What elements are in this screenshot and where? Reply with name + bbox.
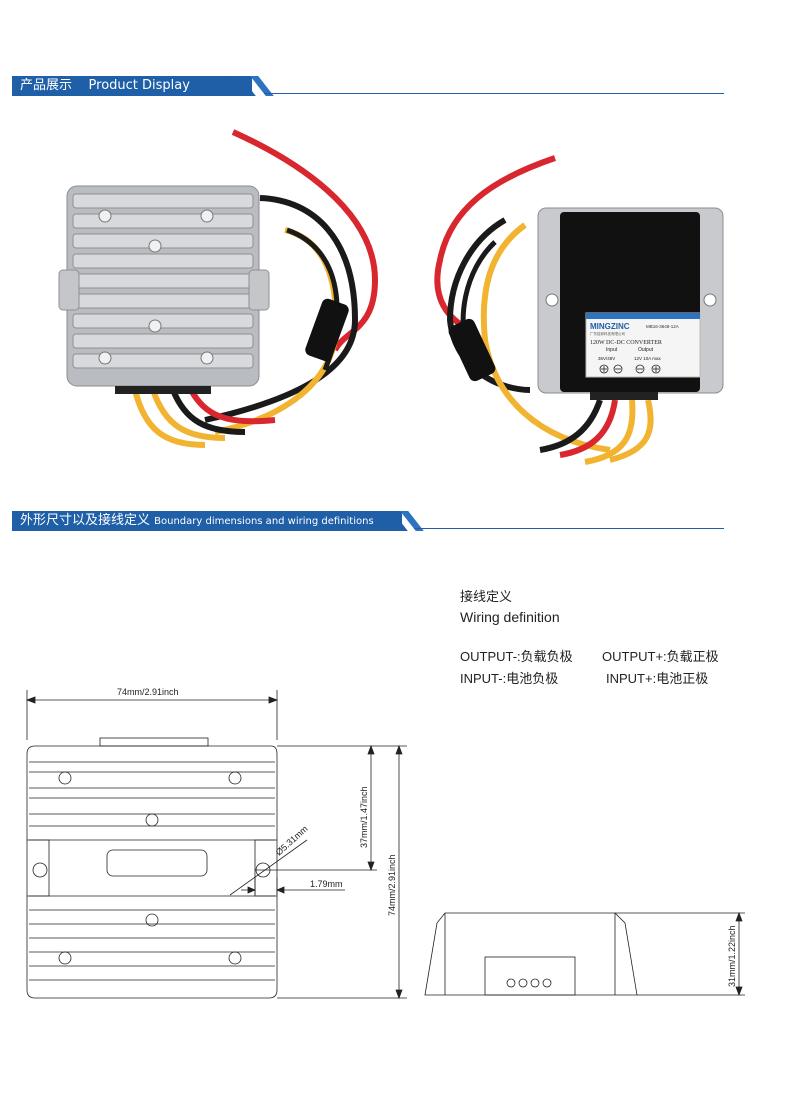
wiring-output-minus: OUTPUT-:负载负极 bbox=[460, 649, 573, 664]
dim-offset: 1.79mm bbox=[310, 879, 343, 889]
section-title-cn: 外形尺寸以及接线定义 bbox=[20, 513, 151, 528]
wiring-output-plus: OUTPUT+:负载正极 bbox=[602, 649, 719, 664]
label-output-value: 12V 10A max bbox=[634, 356, 662, 361]
dim-hole: Ø5.31mm bbox=[274, 824, 310, 858]
section-title: 外形尺寸以及接线定义 Boundary dimensions and wirin… bbox=[12, 511, 402, 531]
label-company: 广东铭锌科技有限公司 bbox=[590, 331, 625, 336]
header-rule bbox=[414, 528, 724, 529]
section-title: 产品展示 Product Display bbox=[12, 76, 252, 96]
dim-height: 74mm/2.91inch bbox=[387, 854, 397, 916]
label-power: 120W DC-DC CONVERTER bbox=[590, 340, 662, 346]
label-output: Output bbox=[638, 347, 654, 353]
product-photo-front bbox=[58, 129, 379, 448]
terminal-symbols bbox=[599, 364, 661, 374]
wiring-input-minus: INPUT-:电池负极 bbox=[460, 671, 559, 686]
wiring-title-cn: 接线定义 bbox=[460, 589, 513, 604]
dimension-drawing-top: 74mm/2.91inch Ø5.31mm 1.79mm 37mm/1.47in… bbox=[25, 687, 407, 1000]
section-title-en: Product Display bbox=[88, 78, 190, 93]
dim-side-height: 31mm/1.22inch bbox=[727, 925, 737, 987]
section-header-dimensions: 外形尺寸以及接线定义 Boundary dimensions and wirin… bbox=[12, 511, 724, 531]
section-title-cn: 产品展示 bbox=[20, 78, 73, 93]
dim-width: 74mm/2.91inch bbox=[117, 687, 179, 697]
label-brand: MINGZINC bbox=[590, 322, 630, 331]
wiring-input-plus: INPUT+:电池正极 bbox=[606, 671, 709, 686]
product-photo-back: MINGZINC MB16-3648-12A 广东铭锌科技有限公司 120W D… bbox=[434, 155, 724, 465]
section-header-product-display: 产品展示 Product Display bbox=[12, 76, 724, 96]
wiring-title-en: Wiring definition bbox=[460, 609, 560, 625]
label-input: Input bbox=[606, 347, 618, 353]
label-model: MB16-3648-12A bbox=[646, 324, 679, 329]
section-title-en: Boundary dimensions and wiring definitio… bbox=[154, 516, 374, 527]
dim-inner-height: 37mm/1.47inch bbox=[359, 786, 369, 848]
dimension-drawing-side: 31mm/1.22inch bbox=[424, 911, 745, 997]
label-input-value: 36V/48V bbox=[598, 356, 615, 361]
header-rule bbox=[264, 93, 724, 94]
